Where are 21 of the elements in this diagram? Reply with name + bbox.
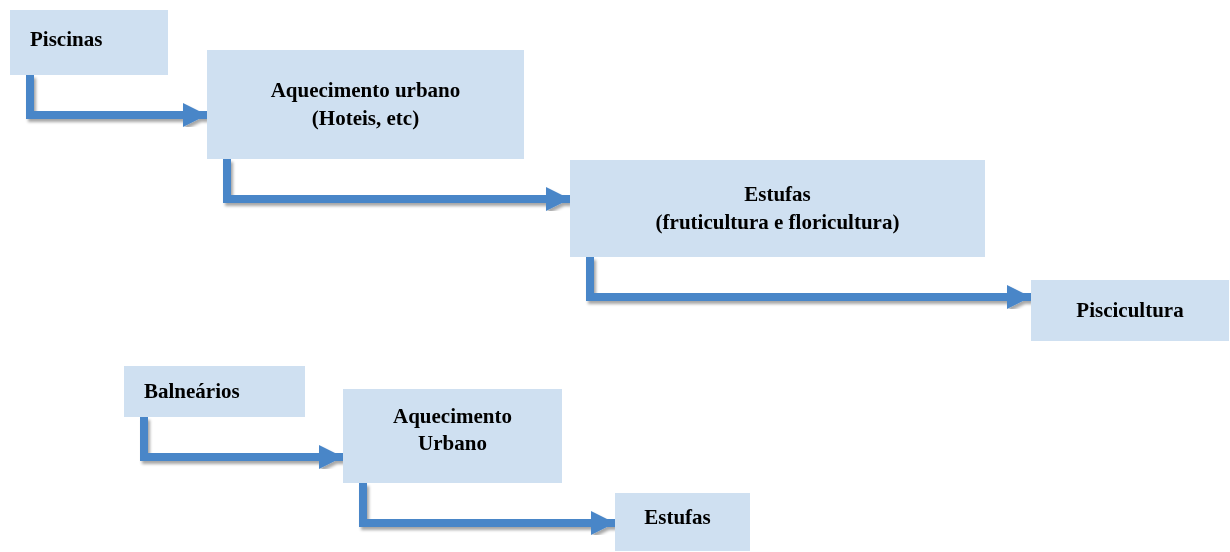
process-box bbox=[343, 389, 562, 483]
box-label: (Hoteis, etc) bbox=[311, 104, 420, 132]
bent-arrow bbox=[359, 483, 615, 535]
box-label: Estufas bbox=[744, 181, 811, 209]
bent-arrow bbox=[26, 75, 207, 127]
bent-arrow bbox=[223, 159, 570, 211]
process-box bbox=[10, 10, 168, 75]
box-label: Piscicultura bbox=[1076, 296, 1184, 324]
box-label: Piscinas bbox=[30, 26, 103, 53]
process-box bbox=[124, 366, 305, 417]
process-box bbox=[570, 160, 985, 257]
process-box bbox=[615, 493, 750, 551]
process-box bbox=[1031, 280, 1229, 341]
box-label: Aquecimento Urbano bbox=[392, 402, 513, 457]
box-label: (fruticultura e floricultura) bbox=[655, 208, 900, 236]
bent-arrow bbox=[586, 257, 1031, 309]
box-label: Balneários bbox=[144, 378, 240, 405]
box-label: Estufas bbox=[644, 504, 711, 532]
box-label: Aquecimento urbano bbox=[270, 77, 461, 105]
process-box bbox=[207, 50, 524, 159]
bent-arrow bbox=[140, 417, 343, 469]
